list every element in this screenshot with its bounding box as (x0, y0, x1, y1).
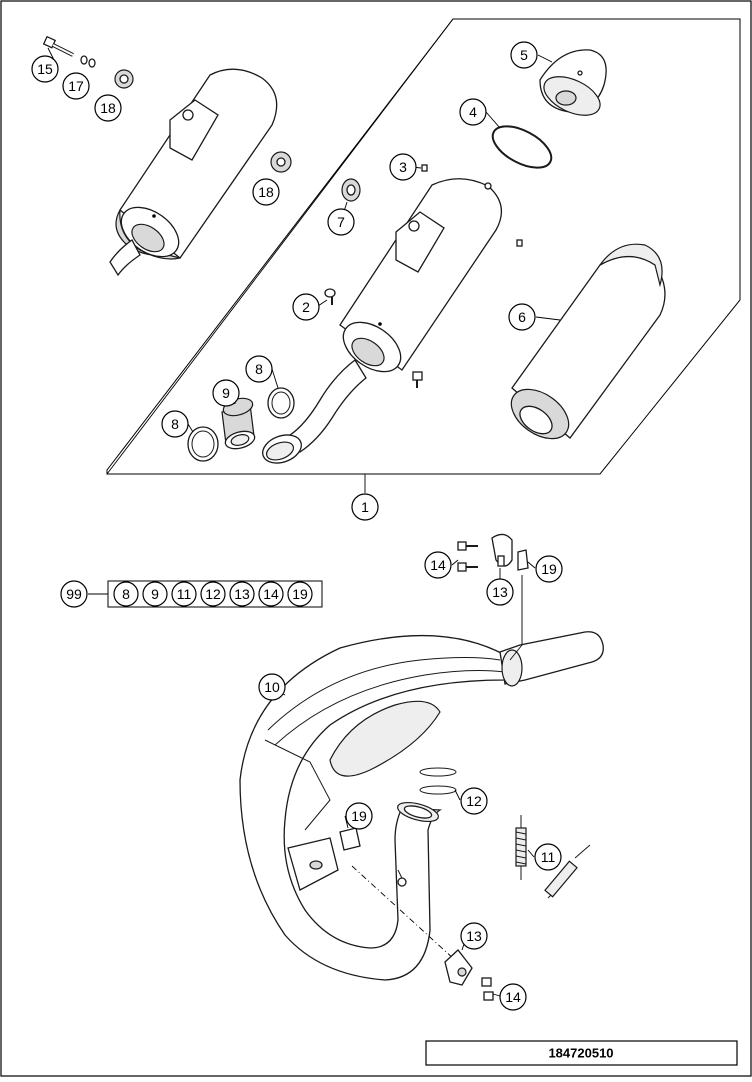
callout-2: 2 (292, 293, 320, 321)
o-ring-4 (491, 125, 553, 169)
kit-label: 99 (66, 586, 82, 602)
screw-14-upper (457, 541, 478, 572)
kit-item-label: 8 (122, 586, 130, 602)
callout-6: 6 (508, 303, 536, 331)
callout-label: 17 (68, 78, 84, 94)
callout-99: 99 (60, 580, 88, 608)
callout-10: 10 (258, 673, 286, 701)
kit-item: 19 (287, 581, 313, 607)
end-cap-5 (539, 49, 607, 116)
callout-label: 12 (466, 793, 482, 809)
spring-11b (544, 844, 591, 899)
kit-item: 12 (200, 581, 226, 607)
silencer-body (339, 178, 503, 373)
screw-2 (324, 288, 336, 305)
washer-17 (80, 55, 96, 68)
assembly-frame (106, 18, 741, 475)
grommet-18-top (114, 69, 134, 89)
callout-label: 6 (518, 309, 526, 325)
clip-19-upper (517, 549, 529, 571)
callout-label: 18 (100, 100, 116, 116)
callout-label: 13 (492, 584, 508, 600)
callout-1: 1 (351, 493, 379, 521)
callout-label: 8 (171, 416, 179, 432)
callout-label: 10 (264, 679, 280, 695)
kit-item-label: 11 (177, 586, 192, 602)
callout-12: 12 (460, 787, 488, 815)
installed-silencer (109, 68, 278, 277)
kit-item: 14 (258, 581, 284, 607)
kit-item: 8 (113, 581, 139, 607)
callout-label: 14 (430, 557, 446, 573)
callout-9: 9 (212, 379, 240, 407)
callout-18a: 18 (94, 94, 122, 122)
bracket-13-upper (491, 533, 513, 567)
grommet-7 (341, 178, 361, 202)
callout-label: 5 (520, 47, 528, 63)
callout-5: 5 (510, 41, 538, 69)
spring-11a (515, 815, 527, 880)
screw-bottom (412, 371, 423, 388)
callout-4: 4 (459, 98, 487, 126)
callout-label: 9 (222, 385, 230, 401)
callout-13a: 13 (486, 578, 514, 606)
callout-8a: 8 (161, 410, 189, 438)
callout-label: 1 (361, 499, 369, 515)
screw-14-lower (481, 977, 494, 1001)
callout-label: 8 (255, 361, 263, 377)
kit-item-label: 14 (263, 586, 279, 602)
callout-14a: 14 (424, 551, 452, 579)
reference-box (425, 1040, 738, 1066)
bolt-15 (42, 35, 74, 57)
callout-14b: 14 (499, 983, 527, 1011)
seal-12b (419, 785, 457, 795)
kit-item: 13 (229, 581, 255, 607)
reference-number: 184720510 (548, 1046, 613, 1061)
callout-label: 13 (466, 928, 482, 944)
callout-7: 7 (327, 208, 355, 236)
callout-3: 3 (389, 153, 417, 181)
callout-label: 2 (302, 299, 310, 315)
callout-label: 7 (337, 214, 345, 230)
cable (509, 575, 523, 661)
callout-19b: 19 (345, 802, 373, 830)
callout-label: 19 (541, 561, 557, 577)
kit-item: 11 (171, 581, 197, 607)
exhaust-pipe-10 (239, 631, 604, 981)
callout-label: 18 (258, 184, 274, 200)
assembly-frame-edge (106, 18, 454, 475)
silencer-shell-6 (510, 243, 666, 440)
setscrew-3 (421, 164, 428, 172)
callout-label: 19 (351, 808, 367, 824)
kit-item-label: 9 (151, 586, 159, 602)
callout-label: 14 (505, 989, 521, 1005)
sleeve-9 (221, 397, 256, 450)
callout-15: 15 (31, 55, 59, 83)
kit-item-label: 13 (234, 586, 250, 602)
callout-label: 15 (37, 61, 53, 77)
bracket-13-lower (444, 949, 473, 986)
clip-19-lower (339, 827, 361, 851)
seal-12a (419, 767, 457, 777)
callout-label: 4 (469, 104, 477, 120)
callout-label: 11 (541, 849, 556, 865)
grommet-18-side (270, 151, 292, 173)
callout-label: 3 (399, 159, 407, 175)
callout-18b: 18 (252, 178, 280, 206)
callout-8b: 8 (245, 355, 273, 383)
callout-17: 17 (62, 72, 90, 100)
setscrew-3b (516, 239, 523, 247)
callout-19a: 19 (535, 555, 563, 583)
kit-item: 9 (142, 581, 168, 607)
inlet-tube (262, 359, 367, 464)
kit-item-label: 19 (292, 586, 308, 602)
callout-13b: 13 (460, 922, 488, 950)
callout-11: 11 (534, 843, 562, 871)
ring-8a (187, 426, 219, 462)
kit-item-label: 12 (205, 586, 221, 602)
